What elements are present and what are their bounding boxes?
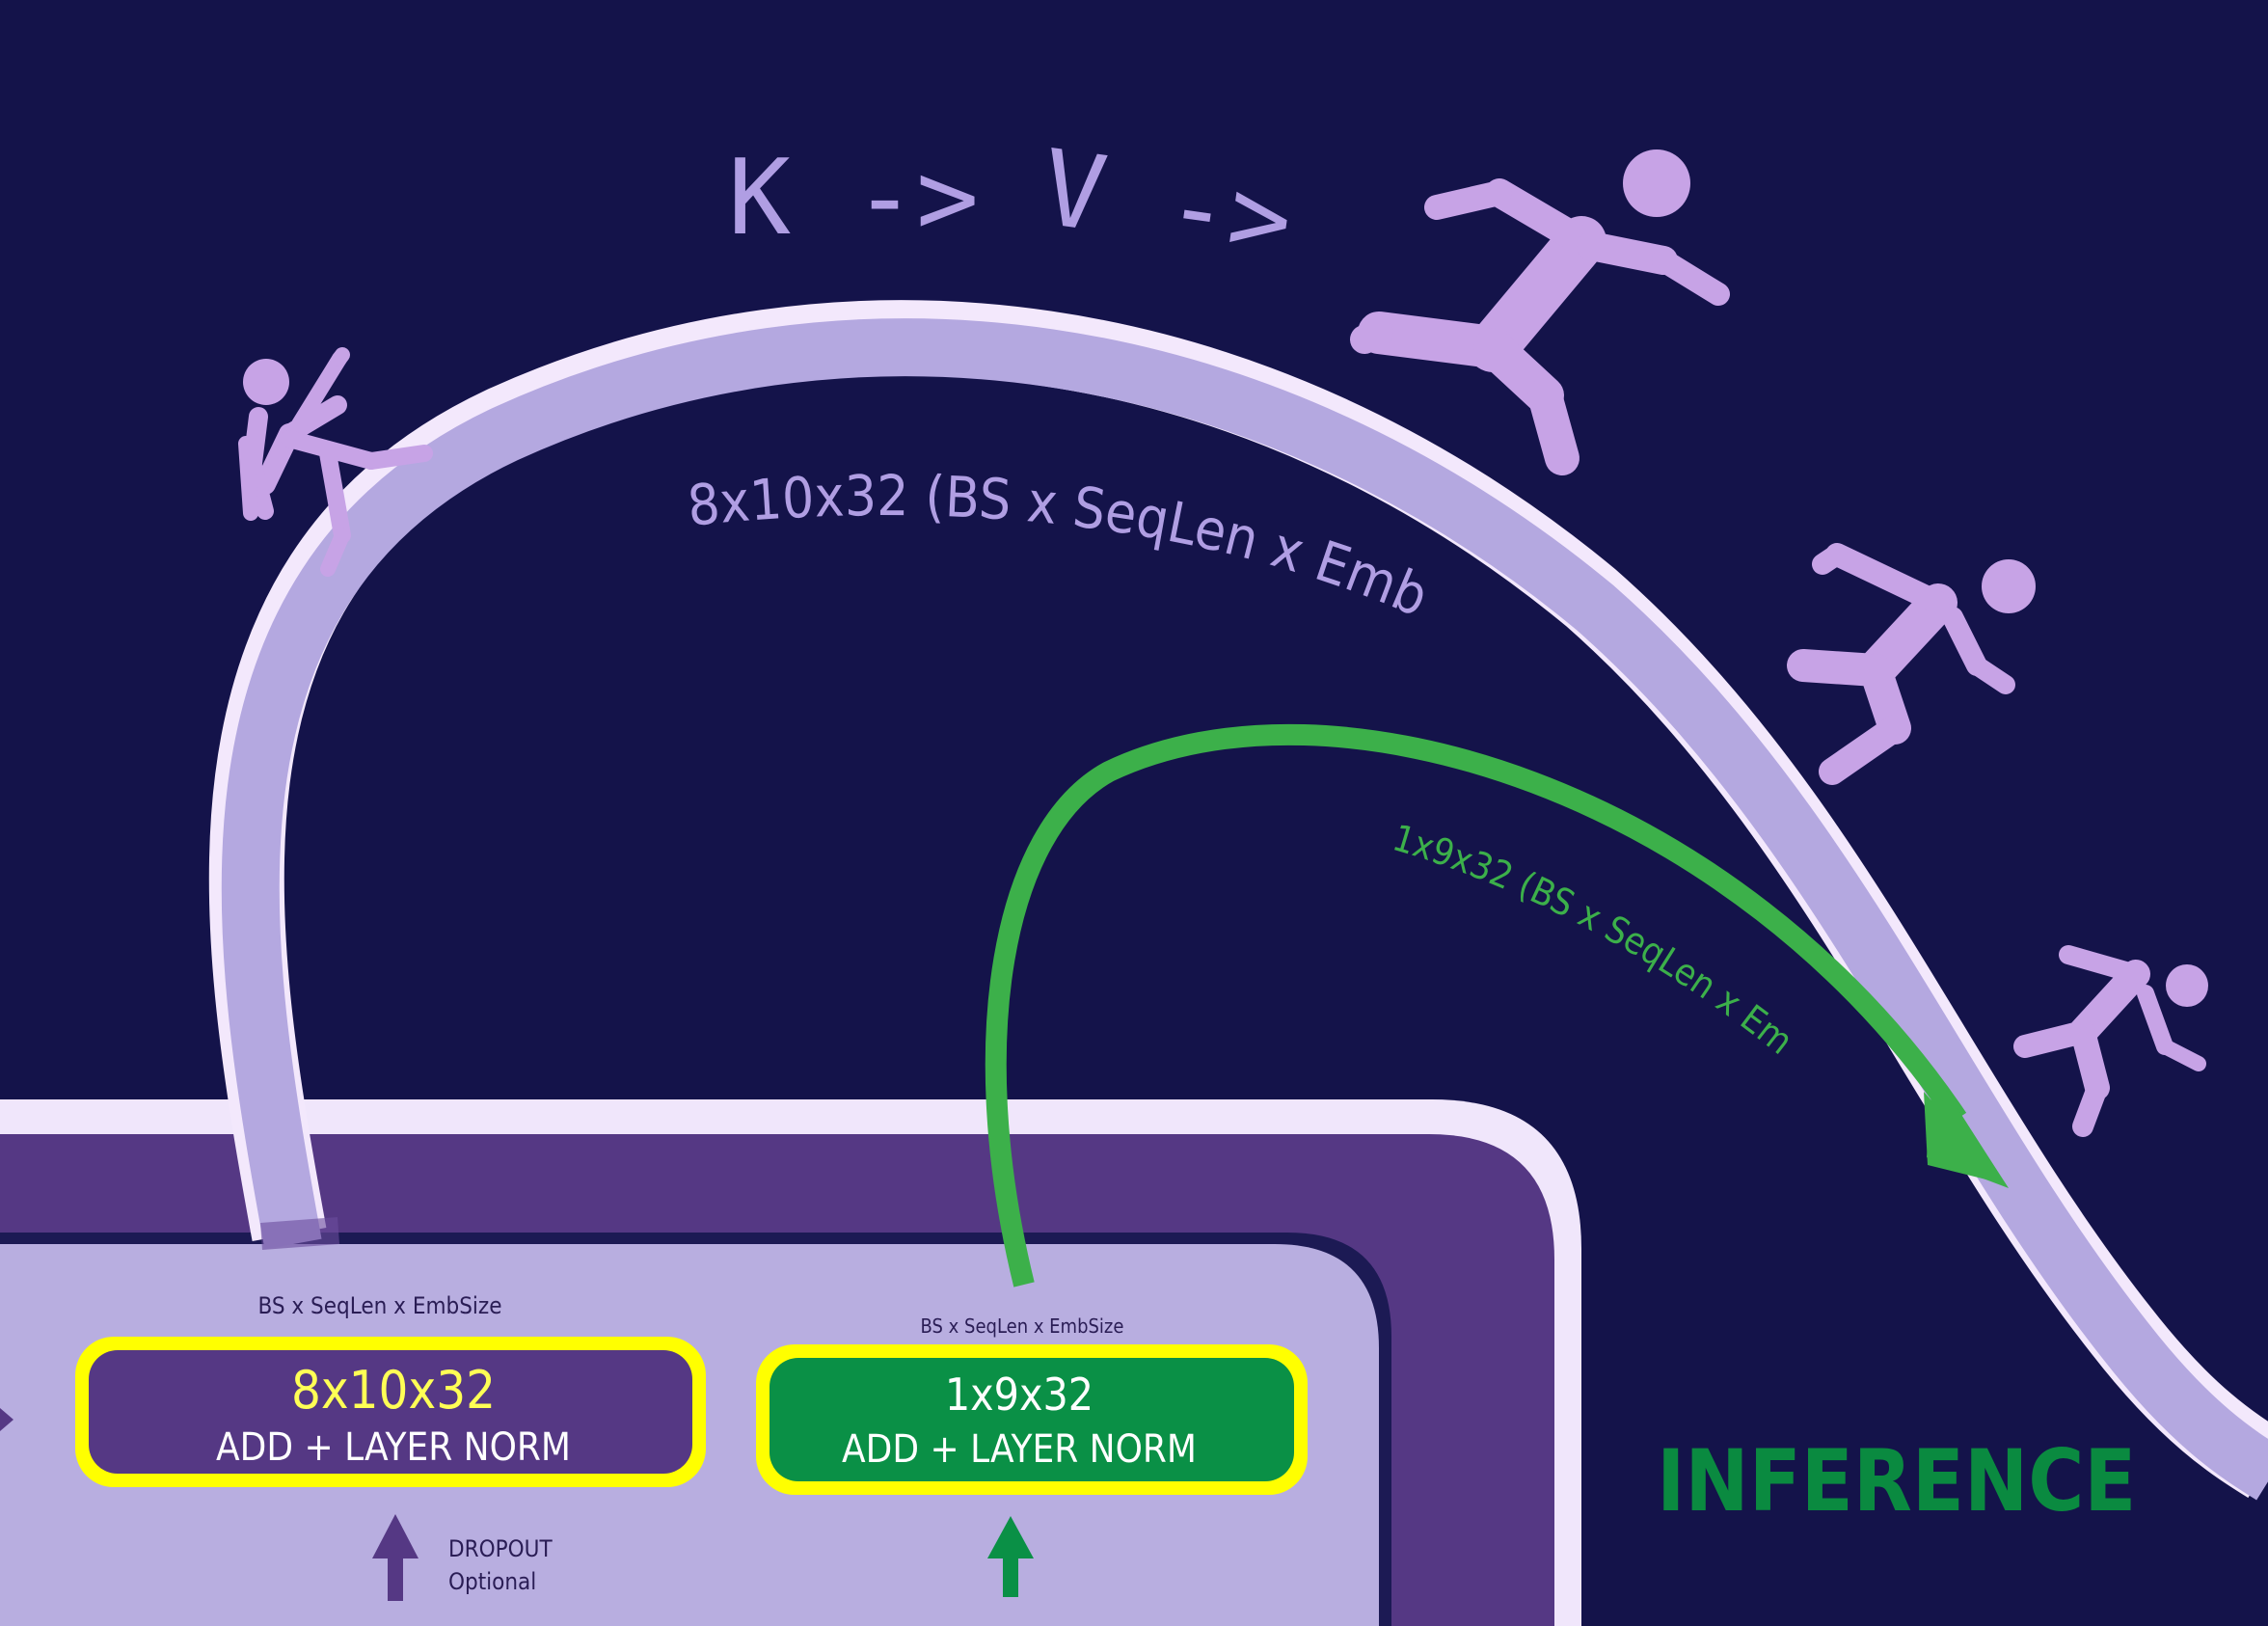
dropout-arrow-head [372, 1514, 418, 1558]
slipping-person-icon [1787, 543, 2036, 785]
dropout-note: Optional [448, 1568, 536, 1595]
training-box [89, 1350, 692, 1474]
inference-block: BS x SeqLen x EmbSize 1x9x32 ADD + LAYER… [756, 1314, 1308, 1597]
inference-arrowhead-fill [1927, 1098, 2009, 1188]
falling-person-icon [238, 347, 433, 577]
inference-box [770, 1358, 1294, 1481]
inference-block-value: 1x9x32 [945, 1369, 1094, 1421]
arch-base-shadow [260, 1217, 339, 1250]
inference-block-caption: BS x SeqLen x EmbSize [921, 1314, 1124, 1338]
training-block-operation: ADD + LAYER NORM [216, 1425, 571, 1470]
dropout-label: DROPOUT [448, 1535, 553, 1562]
sliding-person-icon [2013, 945, 2208, 1137]
training-block-value: 8x10x32 [291, 1360, 496, 1421]
inference-block-operation: ADD + LAYER NORM [842, 1427, 1197, 1472]
mode-label: INFERENCE [1657, 1431, 2136, 1531]
k-label: K -> [728, 138, 979, 258]
training-block-caption: BS x SeqLen x EmbSize [257, 1292, 501, 1319]
arch-body [221, 318, 2268, 1501]
training-kv-arrow [208, 300, 2268, 1501]
left-arrow-tip [0, 1408, 14, 1431]
inference-arrow-body [985, 723, 1967, 1287]
training-block: BS x SeqLen x EmbSize 8x10x32 ADD + LAYE… [75, 1292, 706, 1601]
running-person-icon [1350, 149, 1730, 475]
inference-input-arrow-head [987, 1516, 1034, 1558]
inference-kv-arrow [985, 723, 2009, 1287]
